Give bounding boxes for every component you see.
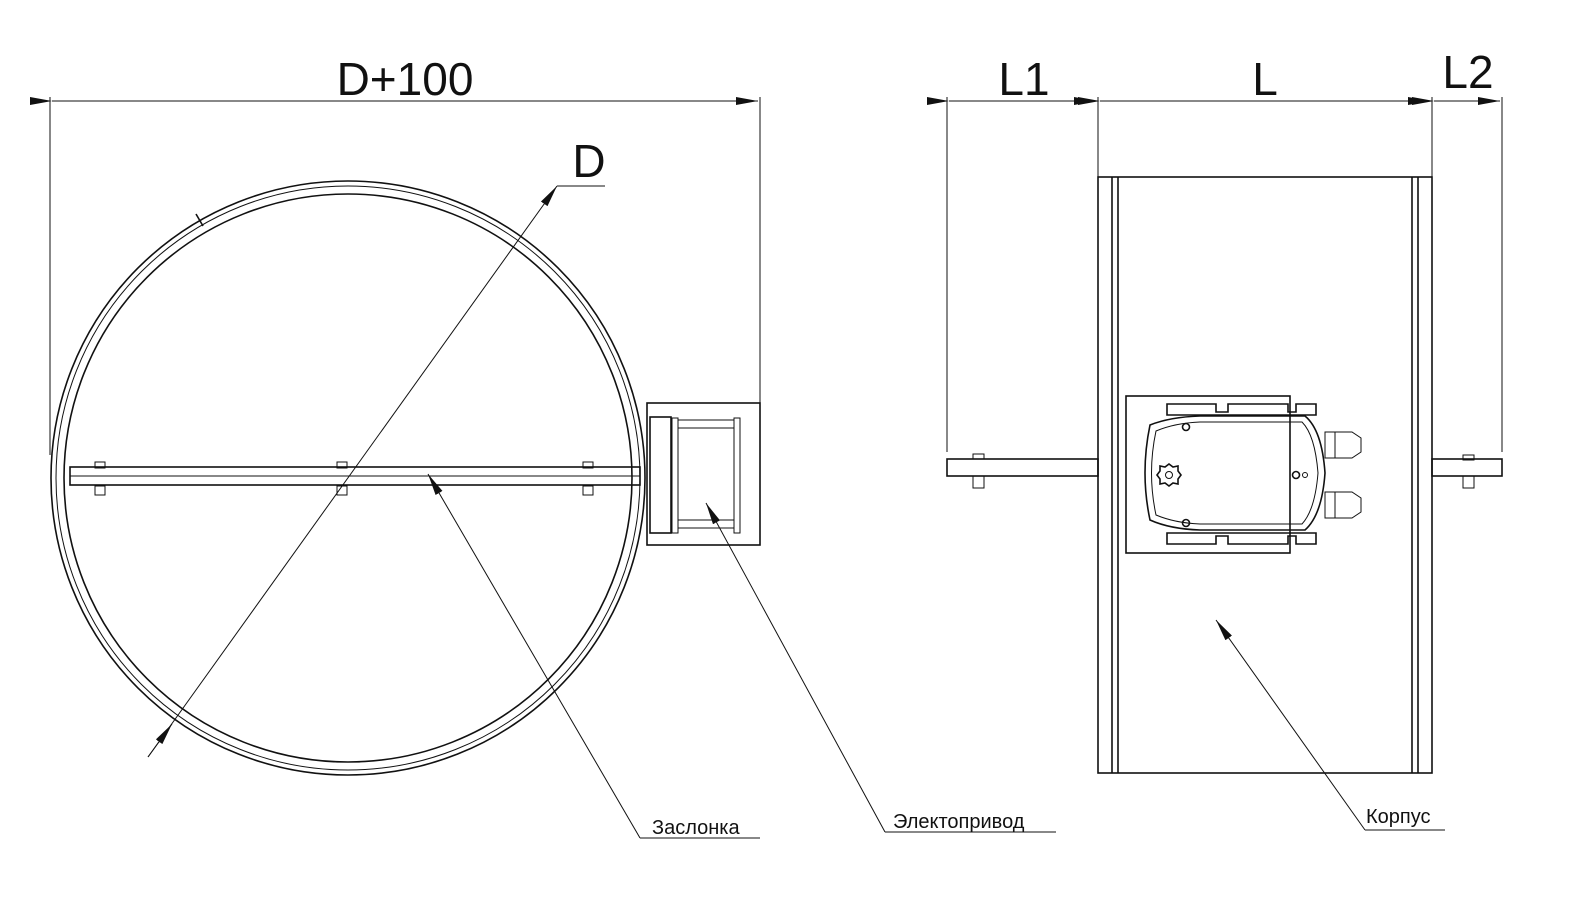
damper-blade	[69, 461, 641, 496]
cable-gland-bottom	[1324, 491, 1362, 519]
housing-label: Корпус	[1366, 806, 1431, 828]
dimension-l-label: L	[1252, 53, 1278, 105]
gear-icon	[1156, 463, 1182, 487]
damper-label: Заслонка	[652, 817, 740, 839]
shaft	[946, 453, 1503, 489]
dimension-d100-label: D+100	[337, 53, 474, 105]
housing-inner-circle	[63, 193, 633, 763]
housing-body	[1097, 176, 1433, 774]
bolt-icon	[582, 461, 594, 496]
actuator	[1125, 395, 1362, 554]
dimension-l2-label: L2	[1442, 46, 1493, 98]
dimension-l1-label: L1	[998, 53, 1049, 105]
diameter-line	[147, 185, 558, 758]
housing-leader	[1215, 619, 1366, 831]
dimension-d-label: D	[572, 135, 605, 187]
side-view: L1 L L2 Корпус	[927, 46, 1503, 831]
damper-leader	[427, 473, 641, 839]
actuator-leader	[705, 502, 886, 833]
flange-outer-circle	[50, 180, 646, 776]
cable-gland-top	[1324, 431, 1362, 459]
front-view: D+100 D Заслонка Электопривод	[30, 53, 1056, 839]
actuator-label: Электопривод	[893, 811, 1025, 833]
bolt-icon	[94, 461, 106, 496]
actuator-bracket	[646, 402, 761, 546]
